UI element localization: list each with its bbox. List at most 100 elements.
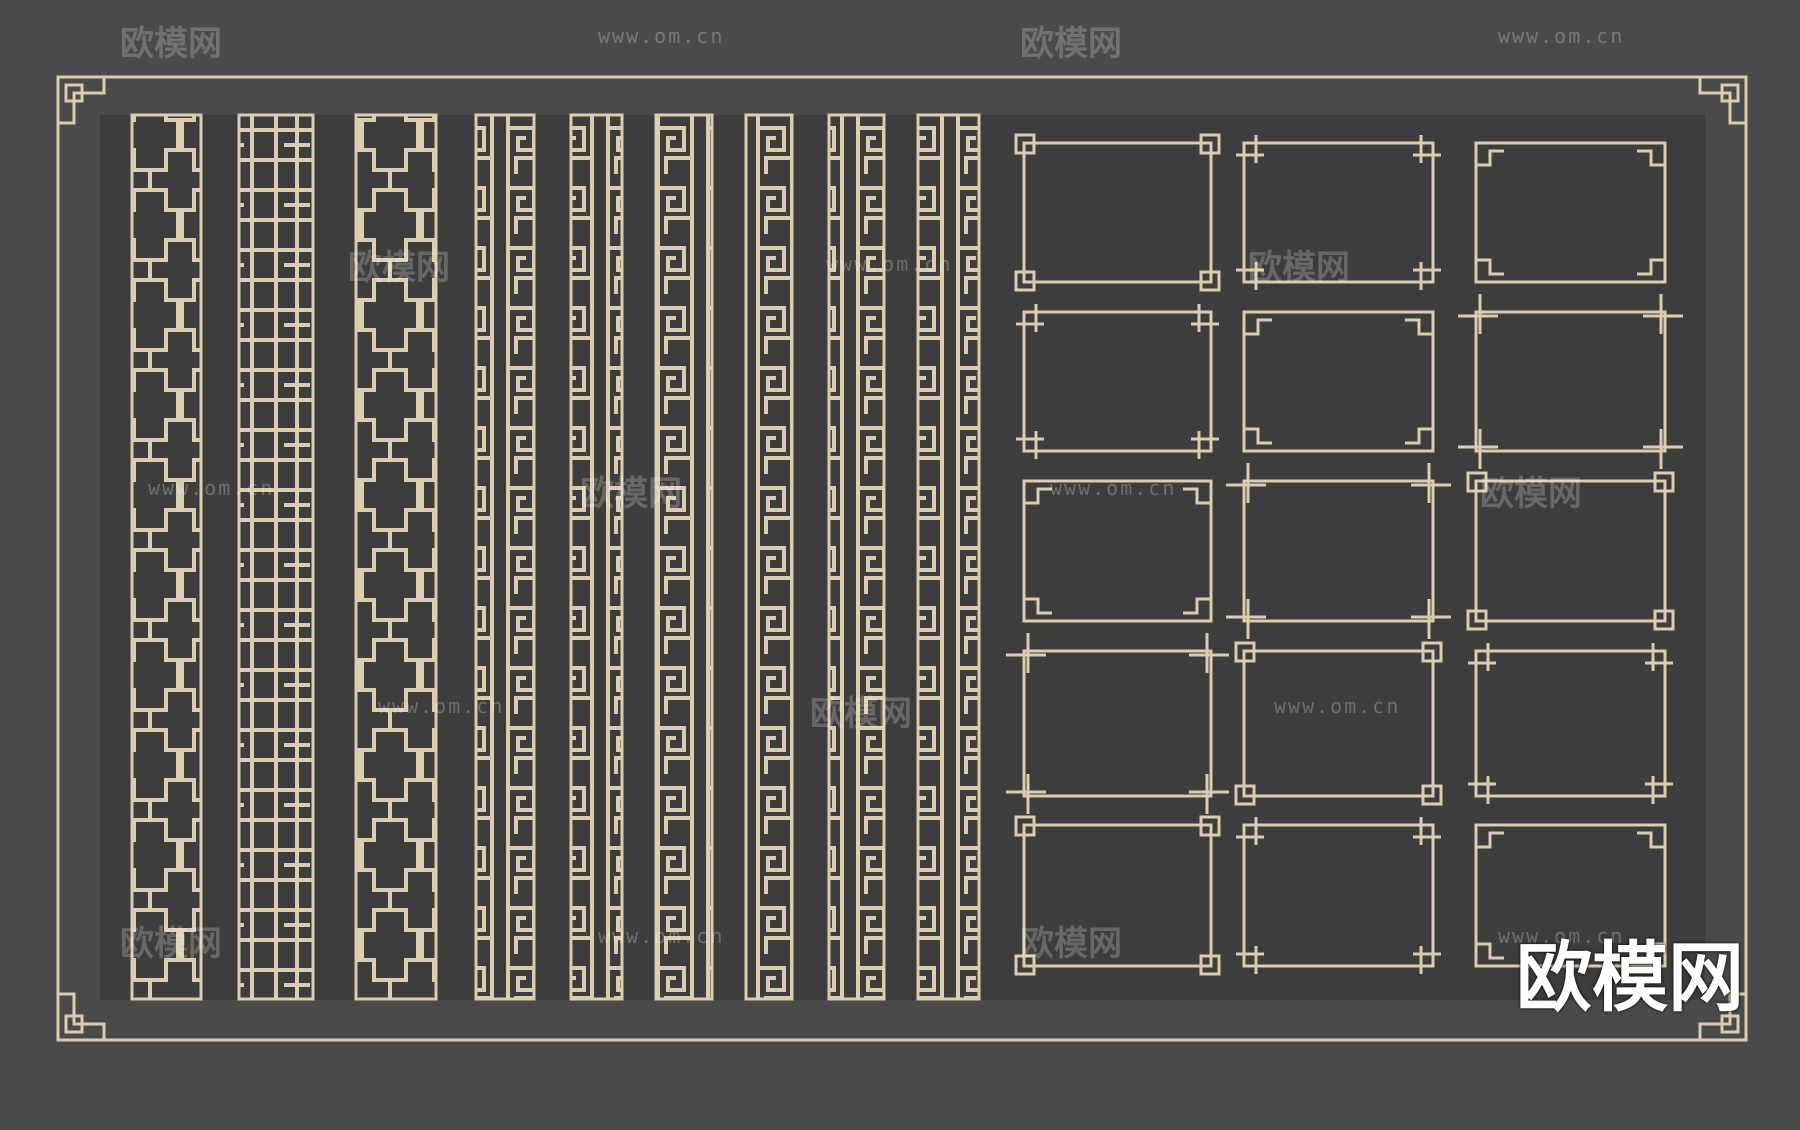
frame-corner	[1405, 318, 1433, 336]
watermark-brand: 欧模网	[348, 248, 450, 288]
lattice-strip	[746, 115, 792, 999]
corner-ornament	[58, 992, 106, 1040]
corner-ornament	[1698, 992, 1746, 1040]
frame-border	[1474, 649, 1667, 798]
watermark-brand: 欧模网	[1020, 24, 1122, 64]
frame-corner	[1016, 304, 1044, 332]
frame-ornament	[1022, 479, 1213, 623]
frame-corner	[1476, 831, 1504, 849]
frame-corner	[1014, 270, 1036, 292]
frame-ornament	[1236, 135, 1441, 290]
lattice-strip-border	[237, 113, 315, 1001]
frame-border	[1474, 479, 1667, 623]
frame-corner	[1421, 641, 1443, 663]
lattice-strip-border	[354, 113, 438, 1001]
lattice-strip-border	[744, 113, 794, 1001]
frame-ornament	[1474, 141, 1667, 284]
frame-border	[1022, 310, 1213, 453]
frame-ornament	[1226, 463, 1451, 639]
frame-border	[1242, 310, 1435, 453]
frame-ornament	[1016, 304, 1219, 459]
inner-panel	[100, 115, 1705, 1000]
frame-ornament	[1006, 633, 1229, 814]
frame-corner	[1637, 831, 1665, 849]
frame-corner	[1411, 599, 1451, 639]
frame-ornament	[1242, 310, 1435, 453]
frame-corner	[1199, 954, 1221, 976]
frame-corner	[1413, 817, 1441, 845]
frame-border	[1242, 479, 1435, 623]
watermark-brand: 欧模网	[1020, 924, 1122, 964]
frame-corner	[1014, 954, 1036, 976]
frame-corner	[1016, 431, 1044, 459]
watermark-url: www.om.cn	[1050, 476, 1177, 500]
frame-border	[1474, 310, 1667, 453]
frame-corner	[1183, 487, 1211, 505]
frame-border	[1022, 649, 1213, 798]
watermark-brand: 欧模网	[1480, 474, 1582, 514]
frame-corner	[1226, 599, 1266, 639]
frame-corner	[1643, 429, 1683, 469]
frame-corner	[1653, 471, 1675, 493]
frame-ornament	[1474, 823, 1667, 968]
frame-corner	[1458, 429, 1498, 469]
frame-corner	[1653, 609, 1675, 631]
frame-ornament	[1236, 817, 1441, 974]
frame-corner	[1236, 946, 1264, 974]
watermark-url: www.om.cn	[598, 24, 725, 48]
brand-logo: 欧模网	[1516, 933, 1744, 1022]
frame-corner	[1024, 597, 1052, 615]
lattice-strip	[829, 115, 884, 999]
corner-ornament	[1698, 77, 1746, 125]
frame-corner	[1244, 318, 1272, 336]
frame-corner	[1236, 262, 1264, 290]
frame-border	[1242, 823, 1435, 968]
frame-border	[1022, 479, 1213, 623]
frame-corner	[1637, 942, 1665, 960]
frame-corner	[1244, 427, 1272, 445]
frame-corner	[1024, 487, 1052, 505]
watermark-url: www.om.cn	[1498, 24, 1625, 48]
watermark-brand: 欧模网	[120, 924, 222, 964]
frame-corner	[1411, 463, 1451, 503]
frame-corner	[1405, 427, 1433, 445]
frame-ornament	[1468, 643, 1673, 804]
frame-border	[1022, 141, 1213, 284]
frame-corner	[1189, 774, 1229, 814]
watermark-brand: 欧模网	[580, 474, 682, 514]
lattice-strip-border	[474, 113, 536, 1001]
frame-corner	[1468, 776, 1496, 804]
frame-corner	[1645, 776, 1673, 804]
frame-corner	[1637, 149, 1665, 167]
frame-ornament	[1014, 133, 1221, 292]
watermark-brand: 欧模网	[810, 694, 912, 734]
watermark-url: www.om.cn	[598, 924, 725, 948]
frame-corner	[1014, 133, 1036, 155]
watermark-brand: 欧模网	[1248, 248, 1350, 288]
frame-corner	[1476, 942, 1504, 960]
frame-corner	[1014, 815, 1036, 837]
lattice-strip	[239, 115, 313, 999]
frame-corner	[1413, 946, 1441, 974]
frame-corner	[1421, 784, 1443, 806]
frame-ornament	[1466, 471, 1675, 631]
frame-corner	[1413, 262, 1441, 290]
watermark-url: www.om.cn	[148, 476, 275, 500]
frame-border	[1242, 141, 1435, 284]
lattice-strip-border	[916, 113, 981, 1001]
frame-corner	[1191, 431, 1219, 459]
watermark-url: www.om.cn	[826, 252, 953, 276]
lattice-strip	[476, 115, 534, 999]
watermark-url: www.om.cn	[378, 694, 505, 718]
outer-frame	[56, 75, 1748, 1042]
frame-corner	[1236, 135, 1264, 163]
lattice-strip-border	[654, 113, 714, 1001]
frame-corner	[1413, 135, 1441, 163]
lattice-strip-border	[130, 113, 203, 1001]
lattice-strip	[918, 115, 979, 999]
frame-ornament	[1458, 294, 1683, 469]
frame-corner	[1199, 270, 1221, 292]
frame-border	[1474, 141, 1667, 284]
watermark-brand: 欧模网	[120, 24, 222, 64]
frame-corner	[1476, 149, 1504, 167]
